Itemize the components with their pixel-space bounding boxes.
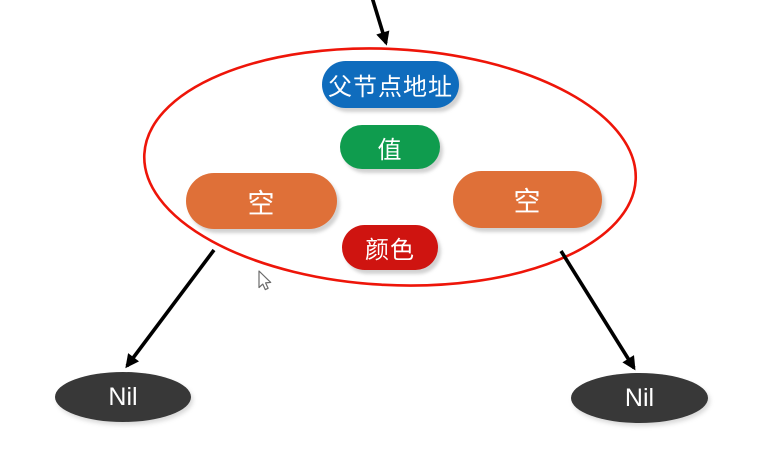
left-child-label: 空 (247, 188, 276, 219)
right-child-label: 空 (513, 187, 542, 217)
node-boundary-ellipse (142, 47, 638, 287)
incoming-parent-arrow (370, 0, 390, 46)
nil-leaf-left-label: Nil (108, 382, 138, 411)
value-label: 值 (377, 136, 403, 164)
nil-leaf-right: Nil (571, 373, 708, 423)
node-field-value: 值 (340, 125, 440, 169)
right-child-arrow (559, 250, 636, 371)
node-field-color: 颜色 (342, 225, 438, 270)
node-field-right-child: 空 (453, 171, 602, 228)
node-field-left-child: 空 (186, 173, 337, 229)
nil-leaf-left: Nil (55, 372, 191, 422)
left-child-arrow (125, 248, 216, 369)
color-label: 颜色 (365, 237, 415, 264)
parent-address-label: 父节点地址 (328, 74, 453, 101)
nil-leaf-right-label: Nil (624, 383, 655, 412)
node-field-parent-address: 父节点地址 (322, 61, 459, 108)
